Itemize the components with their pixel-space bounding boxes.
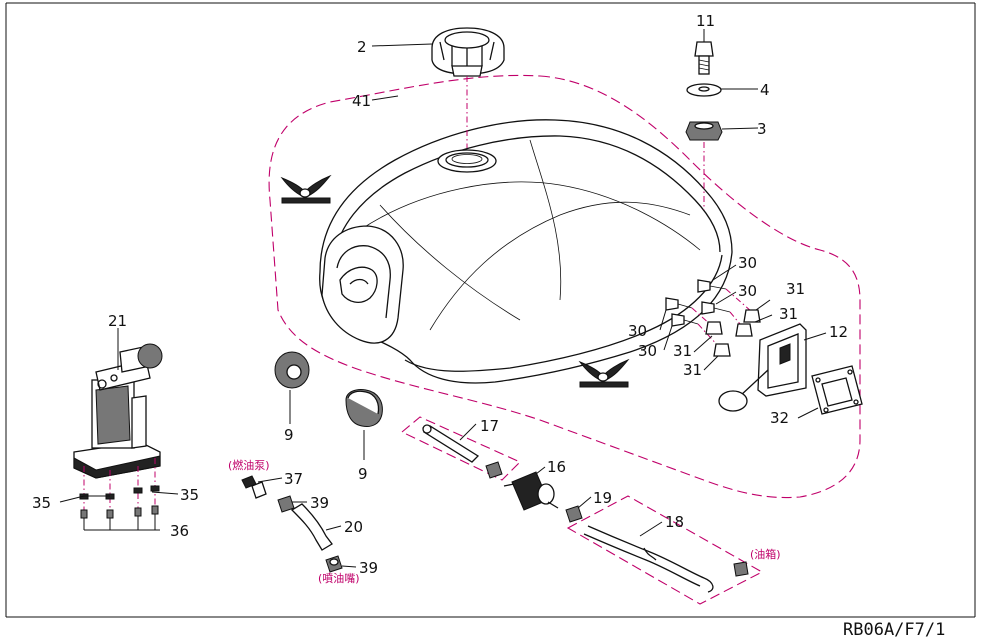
hose-group-17 — [400, 416, 521, 481]
label-37: 37 — [284, 470, 303, 488]
label-32: 32 — [770, 409, 789, 427]
label-39-a: 39 — [310, 494, 329, 512]
diagram-code: RB06A/F7/1 — [843, 620, 945, 640]
label-2: 2 — [357, 38, 367, 56]
note-fuel-pump: (燃油泵) — [228, 458, 270, 472]
hose-18 — [583, 525, 749, 593]
label-9-a: 9 — [284, 426, 294, 444]
leader-lines — [59, 29, 827, 568]
fuel-pump-21 — [73, 343, 163, 479]
label-21: 21 — [108, 312, 127, 330]
label-35-a: 35 — [32, 494, 51, 512]
label-36: 36 — [170, 522, 189, 540]
part-labels: 2 41 11 4 3 30 30 30 30 31 31 31 31 12 3… — [32, 12, 848, 577]
label-4: 4 — [760, 81, 770, 99]
fuel-filter-16 — [503, 471, 559, 511]
grommet-9a — [274, 351, 310, 389]
note-fuel-tank: (油箱) — [750, 547, 781, 561]
label-11: 11 — [696, 12, 715, 30]
bolt-11 — [694, 41, 714, 75]
label-31-c: 31 — [673, 342, 692, 360]
label-30-d: 30 — [638, 342, 657, 360]
label-12: 12 — [829, 323, 848, 341]
label-3: 3 — [757, 120, 767, 138]
hose-17 — [422, 424, 503, 479]
label-9-b: 9 — [358, 465, 368, 483]
hose-group-18 — [566, 495, 764, 605]
clamp-19 — [565, 505, 583, 523]
label-39-b: 39 — [359, 559, 378, 577]
washer-4 — [686, 83, 722, 97]
label-31-a: 31 — [786, 280, 805, 298]
diagram-frame — [5, 2, 976, 618]
label-35-b: 35 — [180, 486, 199, 504]
label-30-b: 30 — [738, 282, 757, 300]
assembly-outline-41 — [268, 74, 861, 499]
gasket-32 — [811, 365, 863, 415]
wing-emblem-top — [280, 174, 332, 204]
nut-3 — [685, 121, 723, 141]
label-31-d: 31 — [683, 361, 702, 379]
note-injector: (噴油嘴) — [318, 571, 360, 585]
injector-connector-37 — [241, 475, 267, 499]
label-18: 18 — [665, 513, 684, 531]
label-30-c: 30 — [628, 322, 647, 340]
label-19: 19 — [593, 489, 612, 507]
clamp-39b — [325, 555, 343, 573]
label-16: 16 — [547, 458, 566, 476]
wing-emblem-bottom — [578, 358, 630, 388]
label-41: 41 — [352, 92, 371, 110]
label-31-b: 31 — [779, 305, 798, 323]
fasteners-30-31 — [665, 279, 761, 357]
clamp-39a — [277, 495, 295, 513]
label-17: 17 — [480, 417, 499, 435]
label-20: 20 — [344, 518, 363, 536]
label-30-a: 30 — [738, 254, 757, 272]
fuel-sender-12 — [718, 323, 807, 412]
grommet-9b — [345, 389, 383, 427]
fuel-cap — [431, 27, 505, 77]
fuel-tank — [319, 119, 733, 384]
hose-20 — [290, 503, 333, 551]
